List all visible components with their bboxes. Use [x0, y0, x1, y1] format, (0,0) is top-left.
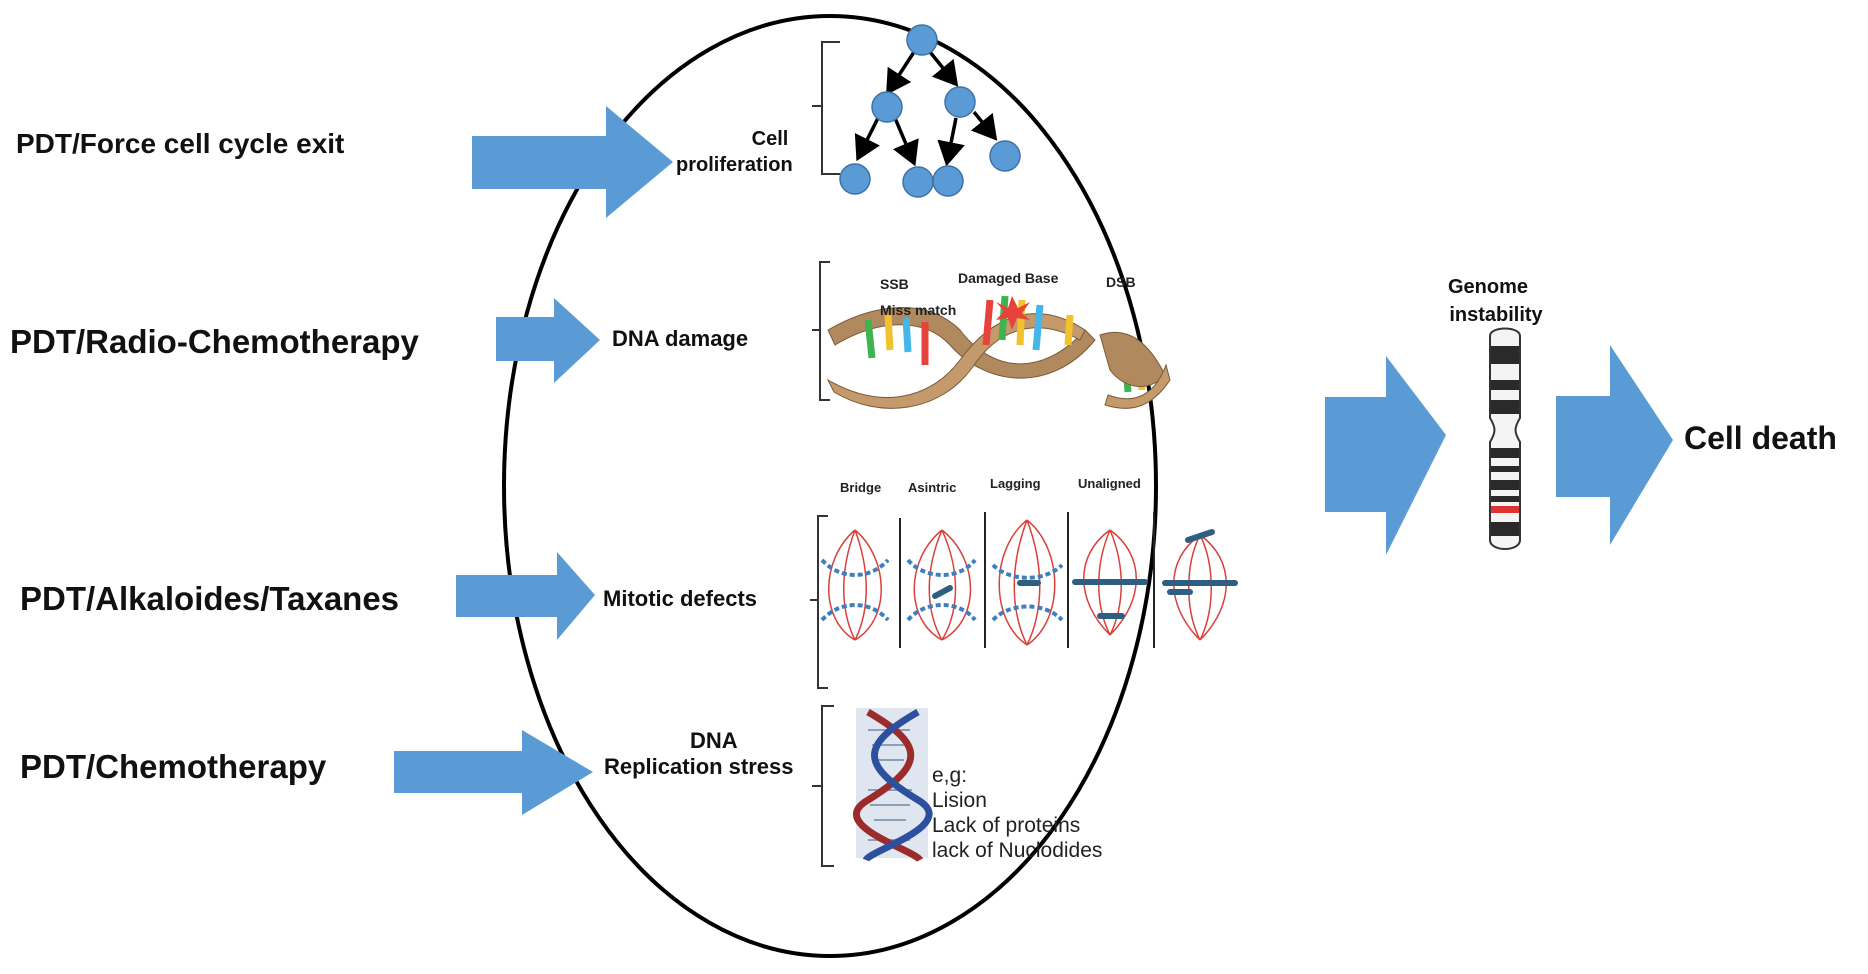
label-bridge: Bridge [840, 480, 882, 495]
label-ssb: SSB [880, 276, 909, 292]
bracket-proliferation [812, 41, 840, 175]
example-nucleotides: lack of Nuclodides [932, 839, 1103, 862]
cell-node [902, 166, 934, 198]
mechanism-proliferation-line2: proliferation [676, 154, 793, 176]
cell-node [989, 140, 1021, 172]
cell-ellipse [502, 14, 1158, 958]
bracket-replication [812, 705, 834, 867]
outcome-cell-death: Cell death [1684, 420, 1837, 456]
mechanism-mitotic-defects: Mitotic defects [603, 586, 758, 611]
cell-nodes [839, 24, 1021, 198]
label-damaged-base: Damaged Base [958, 270, 1059, 286]
arrow-radio-chemo [496, 298, 600, 383]
label-dsb: DSB [1106, 274, 1136, 290]
label-mismatch: Miss match [880, 302, 957, 318]
label-unaligned: Unaligned [1078, 476, 1141, 491]
dna-ribbon-icon [826, 295, 1171, 409]
example-eg: e,g: [932, 764, 968, 787]
cell-node [839, 163, 871, 195]
cell-node [871, 91, 903, 123]
arrow-force-exit [472, 106, 673, 218]
arrow-genome [1325, 356, 1446, 555]
example-proteins: Lack of proteins [932, 814, 1081, 837]
mechanism-proliferation-line1: Cell [751, 128, 789, 150]
mechanism-dna-damage: DNA damage [612, 326, 749, 351]
bracket-dna-damage [812, 261, 830, 401]
outcome-genome-line1: Genome [1447, 276, 1529, 298]
cell-node [932, 165, 964, 197]
chromosome-icon [1489, 327, 1521, 550]
cell-node [906, 24, 938, 56]
arrow-cell-death [1556, 345, 1673, 545]
mechanism-replication-line2: Replication stress [604, 754, 794, 779]
mechanism-replication-line1: DNA [690, 728, 738, 753]
cell-node [944, 86, 976, 118]
spindle-panels [820, 512, 1238, 648]
therapy-force-exit: PDT/Force cell cycle exit [16, 128, 345, 159]
double-helix-icon [853, 708, 933, 863]
label-lagging: Lagging [990, 476, 1041, 491]
example-lesion: Lision [932, 789, 987, 812]
therapy-alkaloides: PDT/Alkaloides/Taxanes [20, 580, 400, 617]
label-asintric: Asintric [908, 480, 957, 495]
therapy-radio-chemo: PDT/Radio-Chemotherapy [10, 323, 419, 360]
outcome-genome-line2: instability [1449, 304, 1543, 326]
bracket-mitotic [810, 515, 828, 689]
therapy-chemo: PDT/Chemotherapy [20, 748, 327, 785]
arrow-alkaloides [456, 552, 595, 640]
arrow-chemo [394, 730, 593, 815]
lineage-tree [854, 50, 998, 167]
